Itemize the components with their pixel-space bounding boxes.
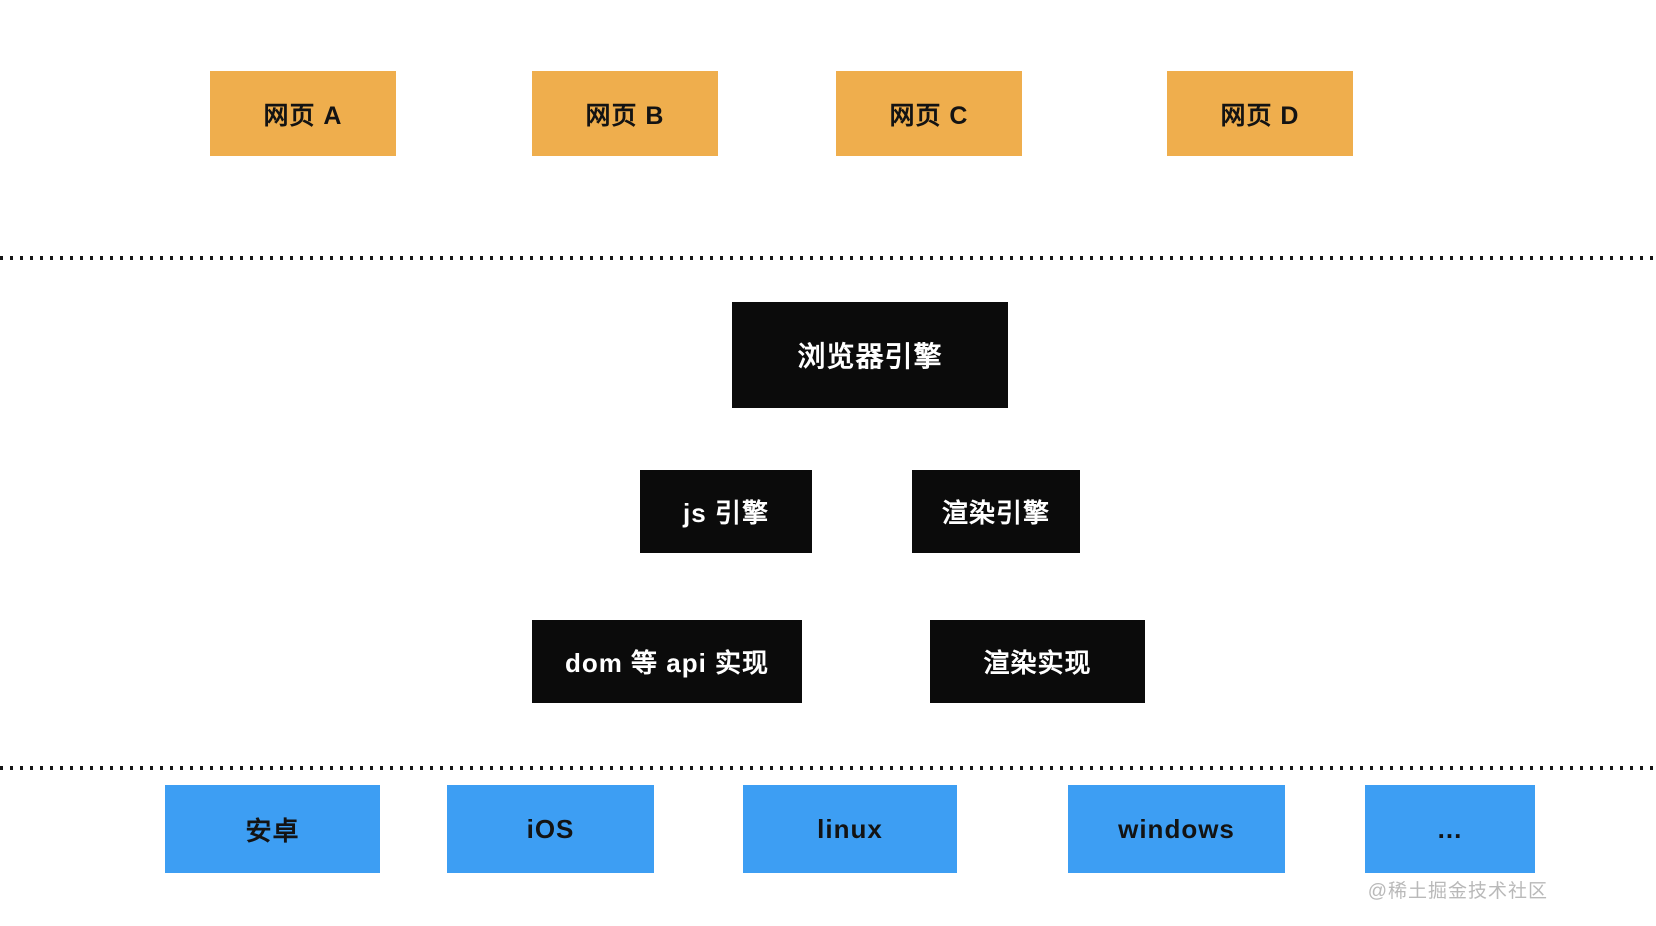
webpage-a-label: 网页 A bbox=[263, 101, 343, 130]
render-impl-box: 渲染实现 bbox=[930, 620, 1145, 703]
juejin-watermark: @稀土掘金技术社区 bbox=[1367, 881, 1548, 902]
platform-android-label: 安卓 bbox=[245, 815, 300, 846]
webpage-b-label: 网页 B bbox=[585, 101, 665, 130]
webpage-c-box: 网页 C bbox=[836, 71, 1022, 156]
platform-others-label: ... bbox=[1437, 813, 1463, 844]
divider-bottom-dotted-line bbox=[0, 766, 1656, 770]
render-engine-box: 渲染引擎 bbox=[912, 470, 1080, 553]
js-engine-box: js 引擎 bbox=[640, 470, 812, 553]
browser-engine-label: 浏览器引擎 bbox=[797, 341, 943, 372]
js-engine-label: js 引擎 bbox=[683, 498, 769, 528]
webpage-c-label: 网页 C bbox=[889, 101, 969, 130]
divider-top-dotted-line bbox=[0, 256, 1656, 260]
browser-engine-box: 浏览器引擎 bbox=[732, 302, 1008, 408]
webpage-a-box: 网页 A bbox=[210, 71, 396, 156]
platform-ios-label: iOS bbox=[526, 813, 575, 844]
dom-api-impl-box: dom 等 api 实现 bbox=[532, 620, 802, 703]
platform-windows-box: windows bbox=[1068, 785, 1285, 873]
platform-ios-box: iOS bbox=[447, 785, 654, 873]
webpage-d-label: 网页 D bbox=[1220, 101, 1300, 130]
render-impl-label: 渲染实现 bbox=[983, 648, 1092, 678]
webpage-d-box: 网页 D bbox=[1167, 71, 1353, 156]
render-engine-label: 渲染引擎 bbox=[941, 498, 1050, 528]
dom-api-impl-label: dom 等 api 实现 bbox=[564, 648, 770, 678]
platform-windows-label: windows bbox=[1118, 813, 1235, 844]
platform-android-box: 安卓 bbox=[165, 785, 380, 873]
platform-linux-box: linux bbox=[743, 785, 957, 873]
platform-others-box: ... bbox=[1365, 785, 1535, 873]
platform-linux-label: linux bbox=[817, 813, 883, 844]
webpage-b-box: 网页 B bbox=[532, 71, 718, 156]
